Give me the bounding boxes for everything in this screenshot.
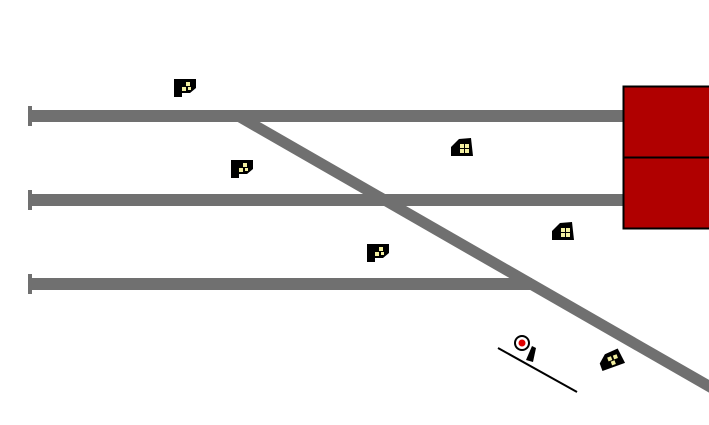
shunt-signal-icon[interactable] <box>231 160 253 178</box>
shunt-signal-icon[interactable] <box>367 244 389 262</box>
buffer-stop-track-1[interactable] <box>622 85 709 159</box>
track-3[interactable] <box>28 274 532 294</box>
track-end-stop <box>28 274 32 294</box>
buffer-stops <box>622 85 709 230</box>
derailer-lever-icon[interactable] <box>497 335 578 393</box>
diagonal-crossover[interactable] <box>237 112 709 393</box>
derail-indicator-lamp <box>518 339 526 347</box>
dwarf-signal-icon[interactable] <box>597 348 626 372</box>
shunt-signal-icon[interactable] <box>174 79 196 97</box>
track-end-stop <box>28 106 32 126</box>
signals <box>174 79 626 372</box>
tracks <box>28 106 709 393</box>
track-end-stop <box>28 190 32 210</box>
track-1[interactable] <box>28 106 625 126</box>
buffer-stop-track-2[interactable] <box>622 156 709 230</box>
dwarf-signal-icon[interactable] <box>451 138 473 156</box>
track-2[interactable] <box>28 190 625 210</box>
dwarf-signal-icon[interactable] <box>552 222 574 240</box>
